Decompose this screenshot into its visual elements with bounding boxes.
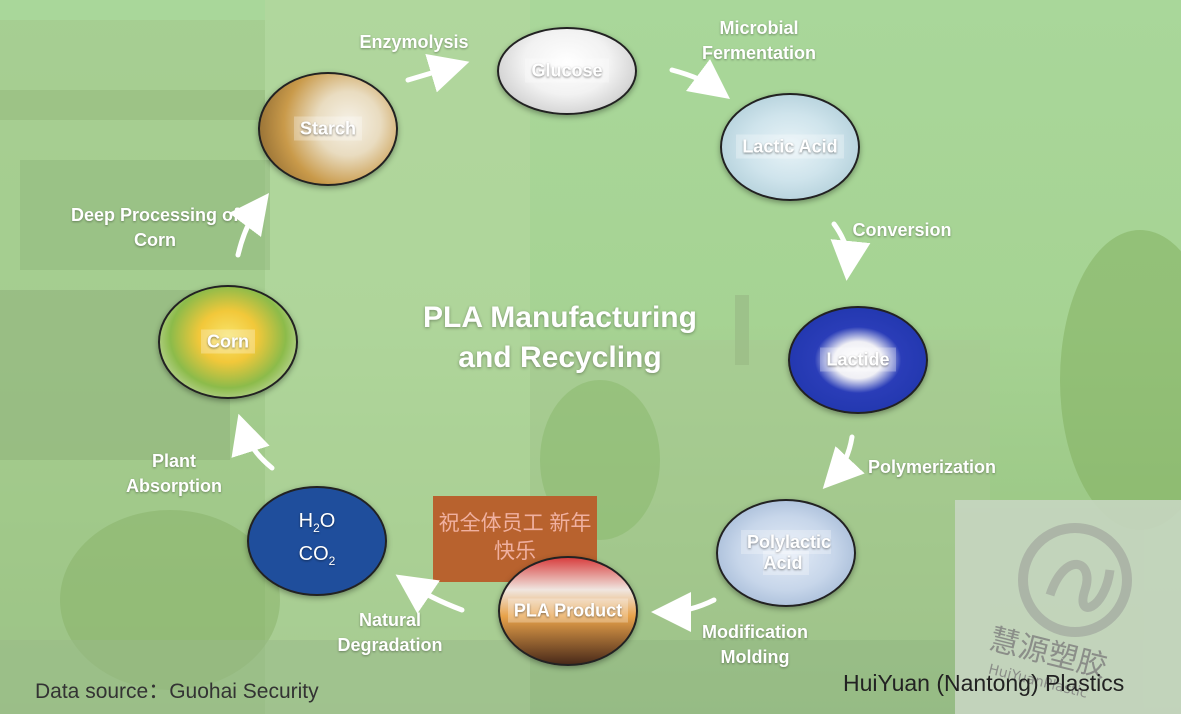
- arrow-natural-degradation: [395, 574, 465, 614]
- step-microbial-fermentation: Microbial Fermentation: [701, 18, 816, 63]
- node-h2o-co2: H2O CO2: [247, 486, 387, 596]
- company-name: HuiYuan (Nantong) Plastics: [843, 670, 1125, 696]
- arrow-deep-processing: [229, 192, 269, 258]
- co2-label: CO2: [298, 543, 336, 568]
- node-lactic-acid: Lactic Acid: [720, 93, 860, 201]
- step-natural-degradation: Natural Degradation: [337, 610, 443, 655]
- step-deep-processing: Deep Processing of Corn: [70, 205, 240, 250]
- node-glucose: Glucose: [497, 27, 637, 115]
- node-polylactic-acid-label: Polylactic Acid: [740, 530, 832, 575]
- node-corn: Corn: [158, 285, 298, 399]
- node-lactic-acid-label: Lactic Acid: [736, 134, 844, 159]
- node-starch: Starch: [258, 72, 398, 186]
- diagram-title: PLA Manufacturing and Recycling: [423, 301, 697, 374]
- arrow-enzymolysis: [405, 54, 470, 93]
- node-polylactic-acid: Polylactic Acid: [716, 499, 856, 607]
- company-logo: 慧源塑胶 HuiYuanPlastic: [955, 500, 1181, 714]
- node-pla-product-label: PLA Product: [507, 598, 629, 623]
- node-corn-label: Corn: [201, 329, 255, 354]
- step-polymerization: Polymerization: [867, 457, 997, 477]
- step-conversion: Conversion: [852, 220, 952, 240]
- arrow-microbial-fermentation: [669, 59, 731, 99]
- step-plant-absorption: Plant Absorption: [126, 451, 222, 496]
- node-starch-label: Starch: [293, 116, 363, 141]
- step-enzymolysis: Enzymolysis: [359, 32, 469, 52]
- step-modification-molding: Modification Molding: [702, 622, 808, 667]
- arrow-polymerization: [822, 434, 865, 489]
- data-source-note: Data source：Guohai Security: [35, 680, 319, 703]
- huiyuan-logo-icon: 慧源塑胶 HuiYuanPlastic: [986, 523, 1132, 702]
- arrow-modification-molding: [651, 591, 717, 632]
- node-pla-product: PLA Product: [498, 556, 638, 666]
- node-lactide: Lactide: [788, 306, 928, 414]
- node-lactide-label: Lactide: [820, 347, 896, 372]
- arrow-plant-absorption: [231, 413, 275, 471]
- node-glucose-label: Glucose: [525, 58, 609, 83]
- arrow-conversion: [830, 221, 871, 281]
- h2o-label: H2O: [298, 510, 336, 535]
